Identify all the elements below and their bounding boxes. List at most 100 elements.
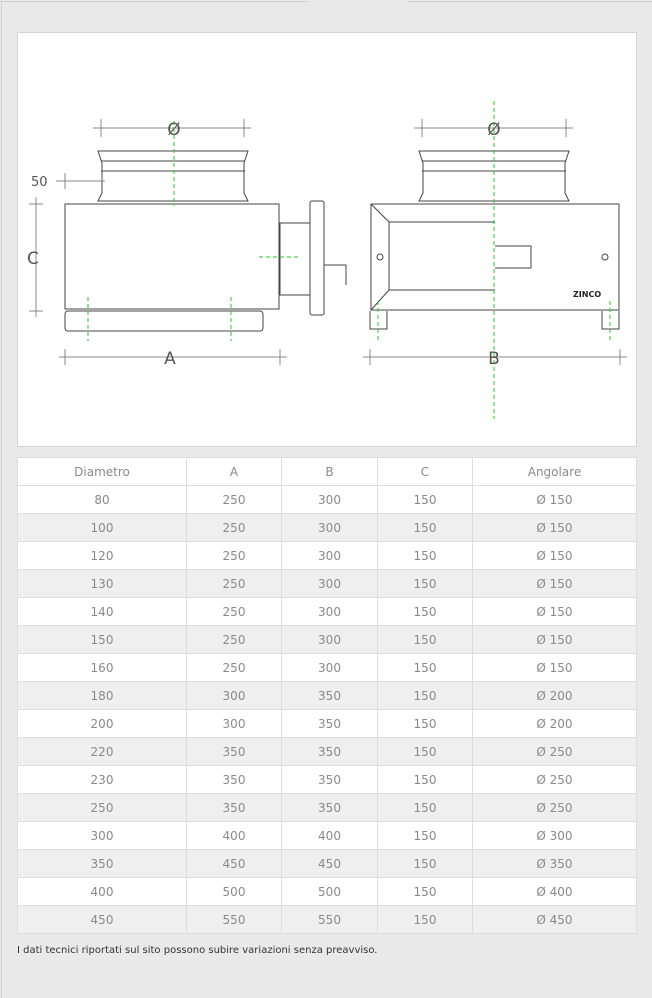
table-cell: Ø 150	[472, 653, 637, 682]
table-cell: 400	[186, 821, 282, 850]
table-cell: 220	[17, 737, 187, 766]
table-cell: 150	[377, 905, 473, 934]
table-cell: Ø 150	[472, 625, 637, 654]
table-cell: 150	[377, 485, 473, 514]
table-cell: 350	[17, 849, 187, 878]
diameter-label: Ø	[487, 120, 500, 140]
table-cell: 150	[17, 625, 187, 654]
table-cell: 150	[377, 709, 473, 738]
table-cell: 300	[186, 709, 282, 738]
table-cell: 350	[186, 765, 282, 794]
table-cell: 140	[17, 597, 187, 626]
table-cell: Ø 450	[472, 905, 637, 934]
table-cell: 350	[186, 737, 282, 766]
table-cell: 500	[186, 877, 282, 906]
table-cell: 300	[281, 541, 378, 570]
table-cell: 80	[17, 485, 187, 514]
dim-b-label: B	[488, 349, 500, 369]
table-cell: 150	[377, 737, 473, 766]
side-view: ZINCO Ø B	[363, 101, 627, 419]
table-cell: 100	[17, 513, 187, 542]
technical-drawing: Ø 50 C A ZINCO Ø B	[17, 32, 637, 447]
table-cell: 160	[17, 653, 187, 682]
table-cell: Ø 150	[472, 485, 637, 514]
table-cell: Ø 350	[472, 849, 637, 878]
table-cell: 150	[377, 653, 473, 682]
table-cell: 250	[186, 485, 282, 514]
table-cell: 300	[281, 625, 378, 654]
tab-border	[0, 1, 308, 2]
table-cell: 150	[377, 877, 473, 906]
table-cell: Ø 300	[472, 821, 637, 850]
disclaimer-note: I dati tecnici riportati sul sito posson…	[17, 945, 378, 956]
table-cell: 400	[17, 877, 187, 906]
table-cell: Ø 400	[472, 877, 637, 906]
table-cell: 300	[186, 681, 282, 710]
table-cell: 130	[17, 569, 187, 598]
column-header: B	[281, 457, 378, 486]
table-cell: 120	[17, 541, 187, 570]
table-cell: Ø 200	[472, 709, 637, 738]
table-cell: 500	[281, 877, 378, 906]
table-cell: 350	[281, 737, 378, 766]
table-cell: 150	[377, 625, 473, 654]
dim-a-label: A	[164, 349, 176, 369]
diameter-label: Ø	[167, 120, 180, 140]
table-cell: 150	[377, 597, 473, 626]
table-cell: Ø 250	[472, 737, 637, 766]
table-cell: 150	[377, 681, 473, 710]
table-cell: 550	[281, 905, 378, 934]
table-cell: 150	[377, 513, 473, 542]
table-cell: 180	[17, 681, 187, 710]
table-cell: 450	[281, 849, 378, 878]
table-cell: 300	[281, 597, 378, 626]
table-cell: 150	[377, 821, 473, 850]
table-cell: 150	[377, 849, 473, 878]
table-cell: 250	[186, 541, 282, 570]
table-cell: Ø 150	[472, 513, 637, 542]
table-cell: 250	[17, 793, 187, 822]
table-cell: 150	[377, 569, 473, 598]
table-cell: 350	[186, 793, 282, 822]
table-cell: Ø 150	[472, 541, 637, 570]
table-cell: 300	[281, 513, 378, 542]
column-header: Diametro	[17, 457, 187, 486]
panel-border	[1, 1, 2, 998]
table-cell: 250	[186, 653, 282, 682]
table-cell: 300	[281, 653, 378, 682]
zinco-logo: ZINCO	[573, 290, 601, 299]
table-cell: 450	[186, 849, 282, 878]
table-cell: 150	[377, 793, 473, 822]
table-cell: 250	[186, 597, 282, 626]
table-cell: 350	[281, 793, 378, 822]
table-cell: 400	[281, 821, 378, 850]
dim-c-label: C	[27, 249, 39, 269]
column-header: Angolare	[472, 457, 637, 486]
table-cell: 250	[186, 569, 282, 598]
table-cell: 230	[17, 765, 187, 794]
table-cell: Ø 200	[472, 681, 637, 710]
table-cell: 200	[17, 709, 187, 738]
tab-border	[407, 1, 652, 2]
table-cell: 350	[281, 681, 378, 710]
table-cell: Ø 250	[472, 793, 637, 822]
table-cell: Ø 150	[472, 569, 637, 598]
table-cell: 450	[17, 905, 187, 934]
table-cell: 250	[186, 513, 282, 542]
